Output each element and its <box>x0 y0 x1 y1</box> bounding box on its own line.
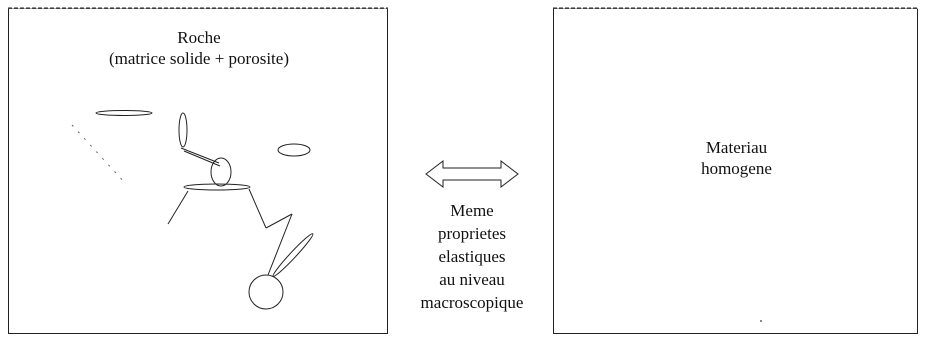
rock-panel: Roche (matrice solide + porosite) <box>8 8 388 334</box>
rock-subtitle: (matrice solide + porosite) <box>108 49 289 68</box>
round-pore <box>210 157 232 187</box>
crack-connector-2 <box>183 150 221 167</box>
vertical-crack-pore <box>178 112 188 148</box>
caption-line-2: proprietes <box>438 224 506 243</box>
speck <box>760 320 762 322</box>
material-label-line1: Materiau <box>705 138 768 157</box>
double-arrow-icon <box>425 159 519 189</box>
flat-crack-pore <box>95 110 153 116</box>
rock-title: Roche <box>177 28 221 47</box>
crack-connector-1 <box>180 147 220 164</box>
caption-line-1: Meme <box>450 201 494 220</box>
equivalence-caption: Meme proprietes elastiques au niveau mac… <box>392 199 552 314</box>
caption-line-5: macroscopique <box>420 293 524 312</box>
diagonal-crack-pore <box>272 233 314 277</box>
caption-line-4: au niveau <box>439 270 505 289</box>
oval-pore <box>277 143 311 157</box>
crack-line-left <box>167 190 189 225</box>
material-label-line2: homogene <box>701 159 772 178</box>
zigzag-crack-2 <box>267 213 293 276</box>
caption-line-3: elastiques <box>438 247 506 266</box>
zigzag-crack-1 <box>265 213 293 229</box>
horizontal-crack-pore <box>183 183 251 191</box>
pores-and-cracks <box>71 110 314 310</box>
faint-crack-trace <box>71 124 126 184</box>
homogeneous-material-panel: Materiau homogene <box>553 8 918 334</box>
crack-line-right <box>248 188 267 229</box>
large-round-pore <box>248 274 284 310</box>
